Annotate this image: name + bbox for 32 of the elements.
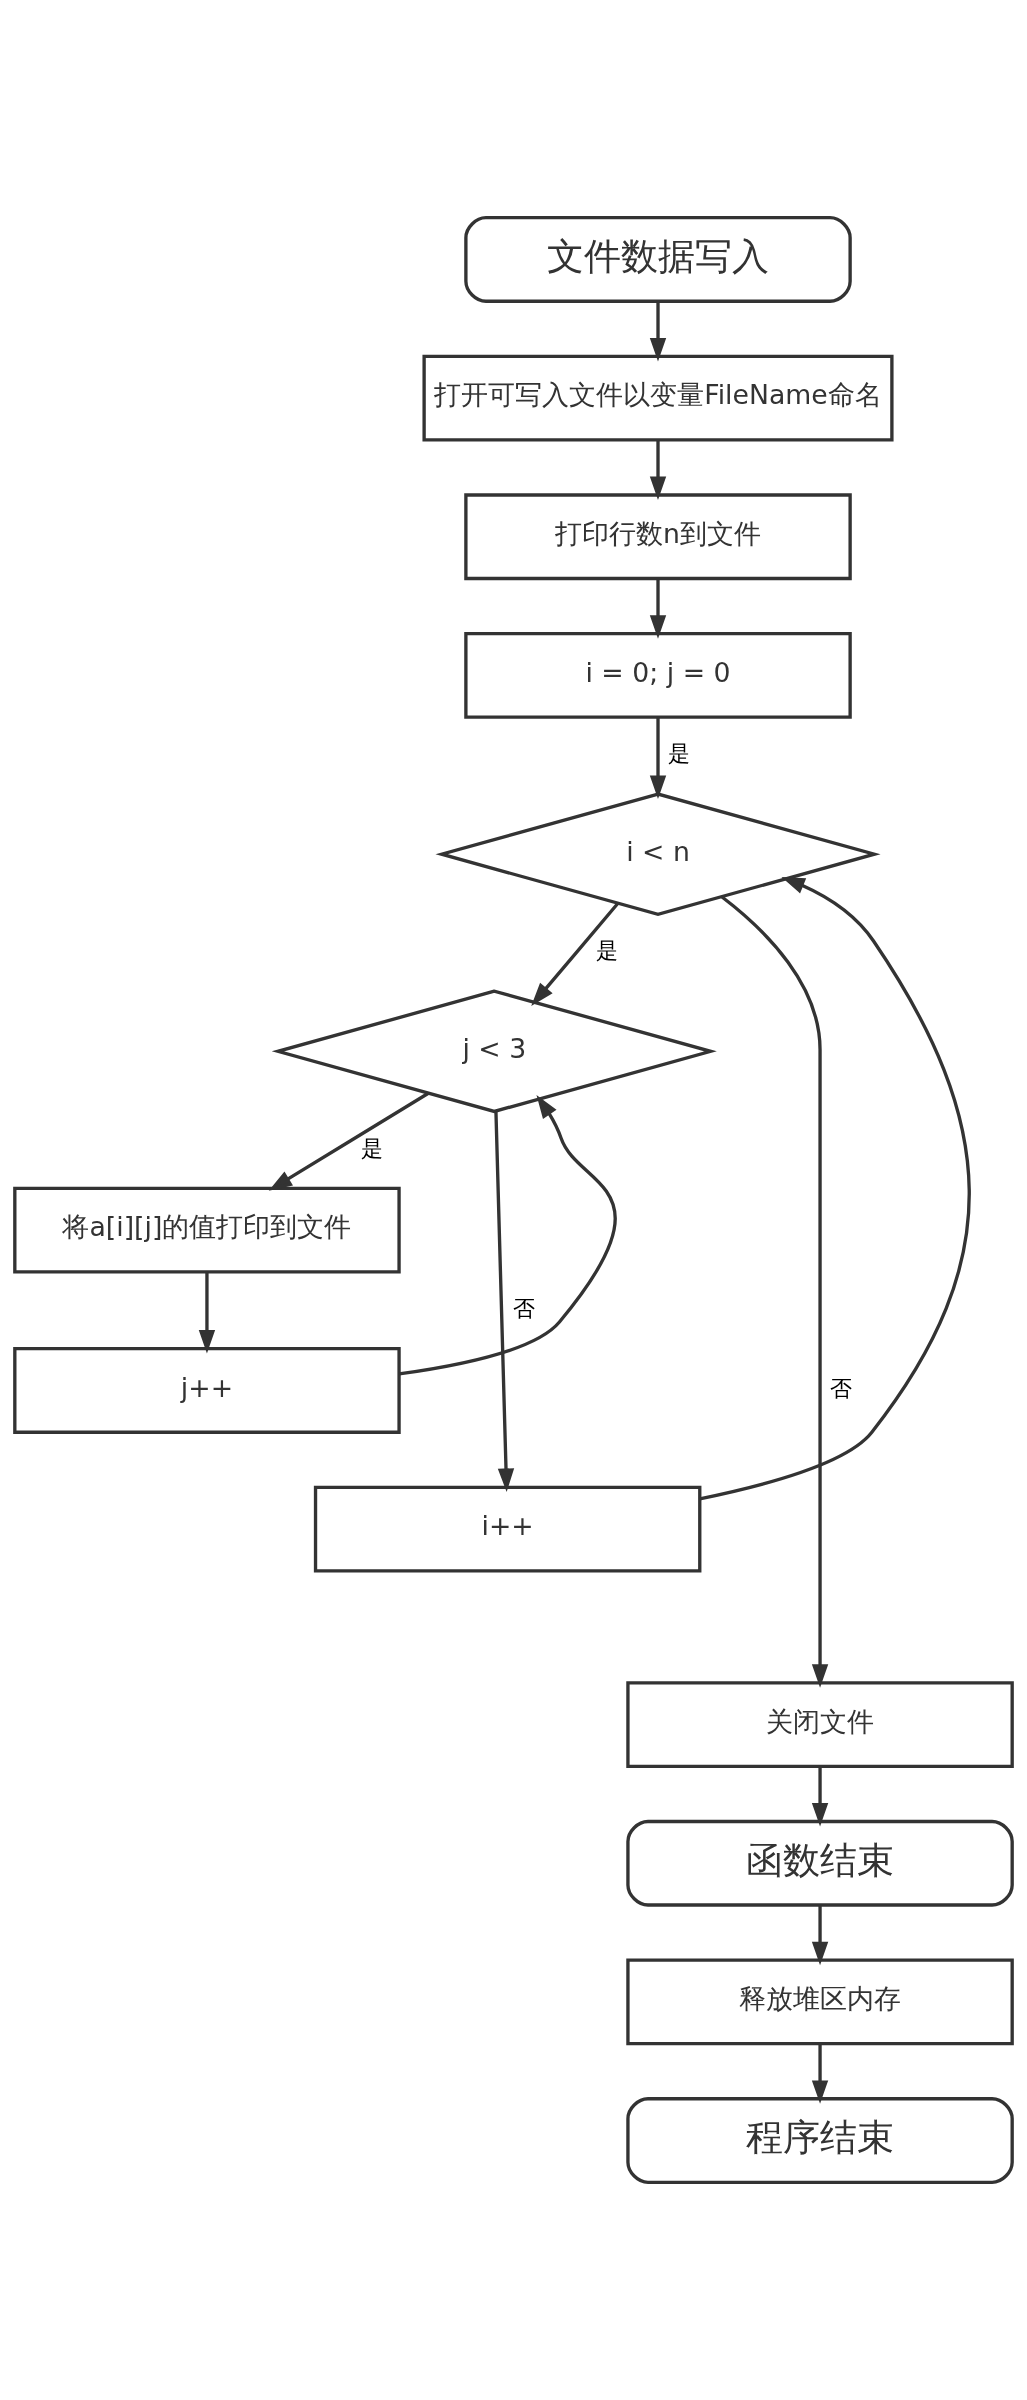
node-box: 打印行数n到文件 [464, 493, 852, 581]
node-box: j++ [13, 1347, 401, 1434]
arrow [721, 895, 829, 1688]
node-box: 打开可写入文件以变量FileName命名 [422, 354, 894, 442]
arrow [268, 1091, 430, 1191]
arrow [699, 877, 971, 1501]
arrow [649, 440, 667, 501]
node-box: i++ [313, 1485, 702, 1573]
node-box: 文件数据写入 [464, 216, 852, 303]
node-box: 关闭文件 [626, 1681, 1014, 1768]
arrow [198, 1272, 216, 1354]
node-diamond: i < n [435, 792, 881, 917]
arrow [811, 2044, 829, 2104]
arrow [531, 902, 620, 1006]
node-box: i = 0; j = 0 [464, 632, 852, 719]
node-box: 释放堆区内存 [626, 1958, 1014, 2046]
arrow [398, 1095, 617, 1376]
arrow [649, 579, 667, 639]
node-diamond: j < 3 [271, 989, 717, 1114]
arrow [811, 1905, 829, 1966]
arrow [494, 1111, 515, 1492]
arrow [649, 717, 667, 799]
edge-label: 是 [596, 938, 619, 964]
edge-label: 否 [512, 1295, 535, 1321]
node-box: 将a[i][j]的值打印到文件 [13, 1186, 401, 1274]
edge-label: 否 [830, 1376, 853, 1402]
node-box: 程序结束 [626, 2097, 1014, 2184]
node-box: 函数结束 [626, 1819, 1014, 1907]
edge-label: 是 [667, 741, 690, 767]
edge-label: 是 [360, 1135, 383, 1161]
arrow [811, 1766, 829, 1827]
arrow [649, 301, 667, 362]
